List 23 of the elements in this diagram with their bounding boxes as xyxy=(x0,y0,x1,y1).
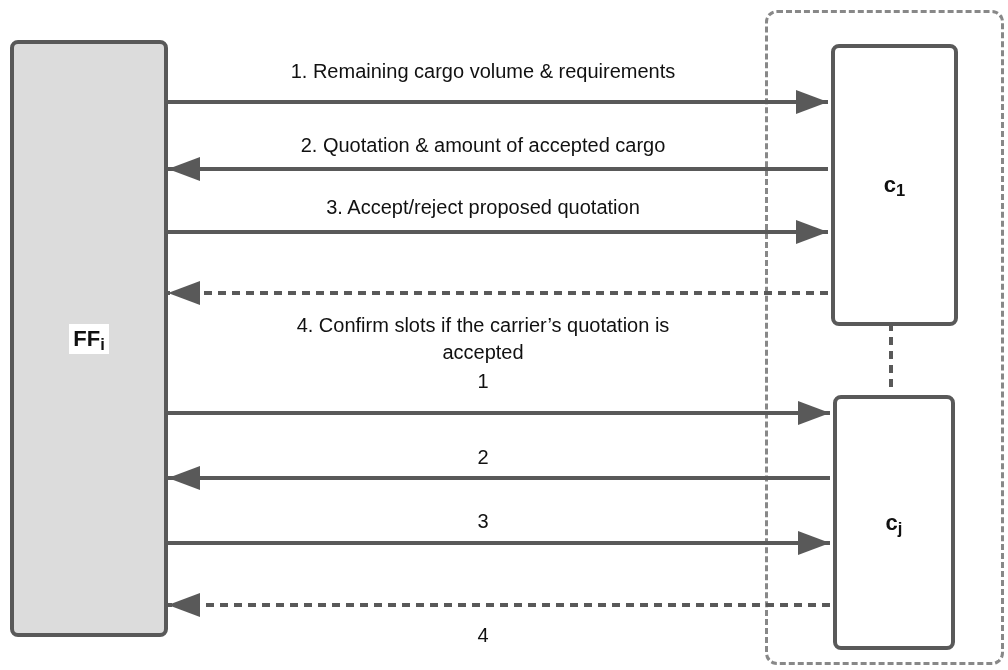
node-label: c$_{1}$ xyxy=(882,171,907,200)
carrier-box xyxy=(833,395,955,650)
arrow xyxy=(168,157,828,181)
arrow xyxy=(168,466,830,490)
edge-label: 3 xyxy=(476,509,490,534)
edge-label: 2. Quotation & amount of accepted cargo xyxy=(299,133,667,158)
edge-label: 1. Remaining cargo volume & requirements xyxy=(289,59,677,84)
arrow xyxy=(168,593,830,617)
edge-label: 4. Confirm slots if the carrier’s quotation is accepted xyxy=(295,313,671,365)
edge-label: 1 xyxy=(476,369,490,394)
arrow xyxy=(168,281,828,305)
arrow xyxy=(168,531,830,555)
edge-label: 4 xyxy=(476,623,490,648)
arrow xyxy=(168,90,828,114)
node-label: FF$_{i}$ xyxy=(69,323,109,354)
arrow xyxy=(168,401,830,425)
node-label: c$_{j}$ xyxy=(884,508,904,538)
edge-label: 3. Accept/reject proposed quotation xyxy=(325,195,641,220)
forwarder-box xyxy=(10,40,168,637)
carrier-group-frame xyxy=(765,10,1004,665)
arrow xyxy=(168,220,828,244)
edge-label: 2 xyxy=(476,445,490,470)
carrier-box xyxy=(831,44,958,326)
